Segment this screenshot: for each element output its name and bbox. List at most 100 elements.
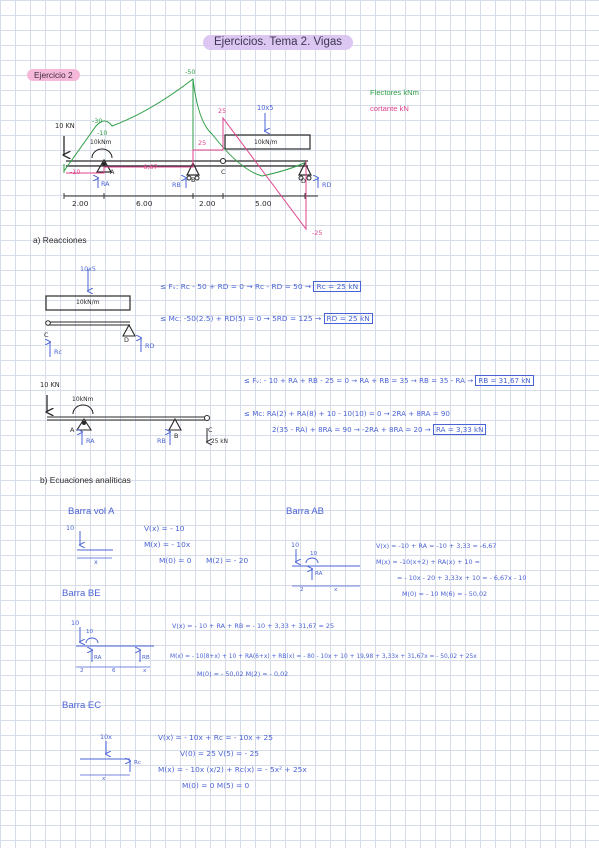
sub2-label-a: A xyxy=(70,426,75,434)
sub2-load-label: 10 KN xyxy=(40,381,60,389)
reaction-label-rb: RB xyxy=(172,181,181,189)
be-eq1: V(x) = - 10 + RA + RB = - 10 + 3,33 + 31… xyxy=(172,622,335,630)
sub1-label-c: C xyxy=(44,331,49,339)
sub2-eq1-result: RB = 31,67 kN xyxy=(475,375,534,386)
span-label-3: 5.00 xyxy=(255,199,272,208)
legend-cortante: cortante kN xyxy=(370,104,409,113)
ec-label-rc: Rc xyxy=(134,760,141,766)
support-label-c: C xyxy=(221,168,226,176)
span-label-1: 6.00 xyxy=(136,199,153,208)
be-label-2: 2 xyxy=(80,668,84,674)
ab-eq2: M(x) = -10(x+2) + RA(x) + 10 = xyxy=(376,558,481,566)
ec-eq1: V(x) = - 10x + Rc = - 10x + 25 xyxy=(158,733,273,742)
be-label-x: x xyxy=(143,668,147,674)
sub1-eq1-result: Rc = 25 kN xyxy=(313,281,362,292)
span-label-0: 2.00 xyxy=(72,199,89,208)
ab-eq3: = - 10x - 20 + 3,33x + 10 = - 6,67x - 10 xyxy=(397,574,527,582)
be-label-rb: RB xyxy=(142,655,150,661)
ec-load-label: 10x xyxy=(100,733,112,741)
sub2-eq3: 2(35 - RA) + 8RA = 90 → -2RA + 8RA = 20 … xyxy=(272,424,487,435)
moment-label: 10kNm xyxy=(90,139,112,146)
barra-be-diagram xyxy=(76,627,154,668)
load-left-label: 10 KN xyxy=(55,122,75,130)
be-moment-label: 10 xyxy=(86,629,94,635)
barra-ab-diagram xyxy=(292,549,360,587)
sub1-label-rc: Rc xyxy=(54,348,62,356)
ab-moment-label: 10 xyxy=(310,551,318,557)
be-label-ra: RA xyxy=(94,655,102,661)
shear-label-4: -25 xyxy=(312,229,323,237)
be-load-label: 10 xyxy=(71,619,80,627)
dist-load-label: 10kN/m xyxy=(254,139,278,146)
ab-eq4: M(0) = - 10 M(6) = - 50,02 xyxy=(402,590,488,598)
hinge-c xyxy=(219,157,227,165)
be-label-6: 6 xyxy=(112,668,116,674)
sub-diagram-2 xyxy=(47,395,210,445)
dist-load-box xyxy=(224,134,311,150)
sub2-label-25kn: 25 kN xyxy=(211,439,228,445)
ec-label-x: x xyxy=(102,776,106,782)
barra-ec-diagram xyxy=(80,741,130,776)
sub1-eq2-result: RD = 25 kN xyxy=(323,313,373,324)
point-load-label: 10x5 xyxy=(257,104,274,112)
support-label-a: A xyxy=(110,168,115,176)
page-title: Ejercicios. Tema 2. Vigas xyxy=(203,35,353,50)
section-b-heading: b) Ecuaciones analíticas xyxy=(40,475,131,485)
shear-label-2: -6,67 xyxy=(141,163,158,171)
vol-load-label: 10 xyxy=(66,524,75,532)
exercise-tag: Ejercicio 2 xyxy=(27,69,80,81)
moment-arc xyxy=(91,148,113,159)
ab-eq1: V(x) = -10 + RA = -10 + 3,33 = -6,67 xyxy=(376,542,497,550)
main-beam-diagram xyxy=(63,78,318,231)
section-a-heading: a) Reacciones xyxy=(33,235,87,245)
vol-eq1: V(x) = - 10 xyxy=(144,524,185,533)
sub-diagram-1 xyxy=(46,269,141,357)
barra-vol-title: Barra vol A xyxy=(68,506,115,517)
sub2-label-c: C xyxy=(208,426,213,434)
sub1-eq1: ≤ Fᵥ: Rc - 50 + RD = 0 → Rc - RD = 50 → … xyxy=(160,281,362,292)
reaction-label-ra: RA xyxy=(101,180,110,188)
shear-label-1: 25 xyxy=(198,139,207,147)
support-label-b: B xyxy=(191,176,196,184)
vol-eq3a: M(0) = 0 xyxy=(159,556,192,565)
sub1-label-rd: RD xyxy=(145,342,155,350)
bending-label-1: -30 xyxy=(92,117,103,125)
ab-load-label: 10 xyxy=(291,541,300,549)
barra-vol-diagram xyxy=(77,531,113,559)
ec-eq2: V(0) = 25 V(5) = - 25 xyxy=(180,749,260,758)
ab-label-2: 2 xyxy=(300,587,304,593)
sub1-dist-label: 10kN/m xyxy=(76,299,100,306)
barra-ec-title: Barra EC xyxy=(62,700,102,711)
shear-label-3: -10 xyxy=(70,168,81,176)
be-eq3: M(0) = - 50,02 M(2) = - 0,02 xyxy=(197,670,289,678)
sub2-eq1: ≤ Fᵥ: - 10 + RA + RB - 25 = 0 → RA + RB … xyxy=(244,375,534,386)
ec-eq4: M(0) = 0 M(5) = 0 xyxy=(182,781,250,790)
vol-eq2: M(x) = - 10x xyxy=(144,540,191,549)
barra-ab-title: Barra AB xyxy=(286,506,325,517)
bending-label-2: -10 xyxy=(97,129,108,137)
ec-eq3: M(x) = - 10x (x/2) + Rc(x) = - 5x² + 25x xyxy=(158,765,307,774)
ab-label-ra: RA xyxy=(315,571,323,577)
sub2-eq2: ≤ Mc: RA(2) + RA(8) + 10 - 10(10) = 0 → … xyxy=(244,409,450,418)
sub1-eq2: ≤ Mc: -50(2.5) + RD(5) = 0 → 5RD = 125 →… xyxy=(160,313,373,324)
sub2-label-rb: RB xyxy=(157,437,166,445)
sub2-moment-label: 10kNm xyxy=(72,396,94,403)
bending-label-0: -50 xyxy=(185,68,196,76)
barra-be-title: Barra BE xyxy=(62,588,101,599)
sub2-label-ra: RA xyxy=(86,437,95,445)
legend-flectores: Flectores kNm xyxy=(370,88,419,97)
vol-x-label: x xyxy=(94,558,98,566)
bending-moment-curve xyxy=(63,78,307,177)
support-d xyxy=(298,161,312,176)
sub2-eq3-result: RA = 3,33 kN xyxy=(433,424,487,435)
sub2-label-b: B xyxy=(174,432,179,440)
support-b xyxy=(186,161,200,176)
vol-eq3b: M(2) = - 20 xyxy=(206,556,249,565)
sub1-load-label: 10x5 xyxy=(80,265,96,273)
shear-label-0: 25 xyxy=(218,107,227,115)
sub1-label-d: D xyxy=(124,336,129,344)
be-eq2: M(x) = - 10(8+x) + 10 + RA(6+x) + RB(x) … xyxy=(170,654,477,660)
reaction-label-rd: RD xyxy=(322,181,332,189)
support-label-d: D xyxy=(301,177,306,185)
